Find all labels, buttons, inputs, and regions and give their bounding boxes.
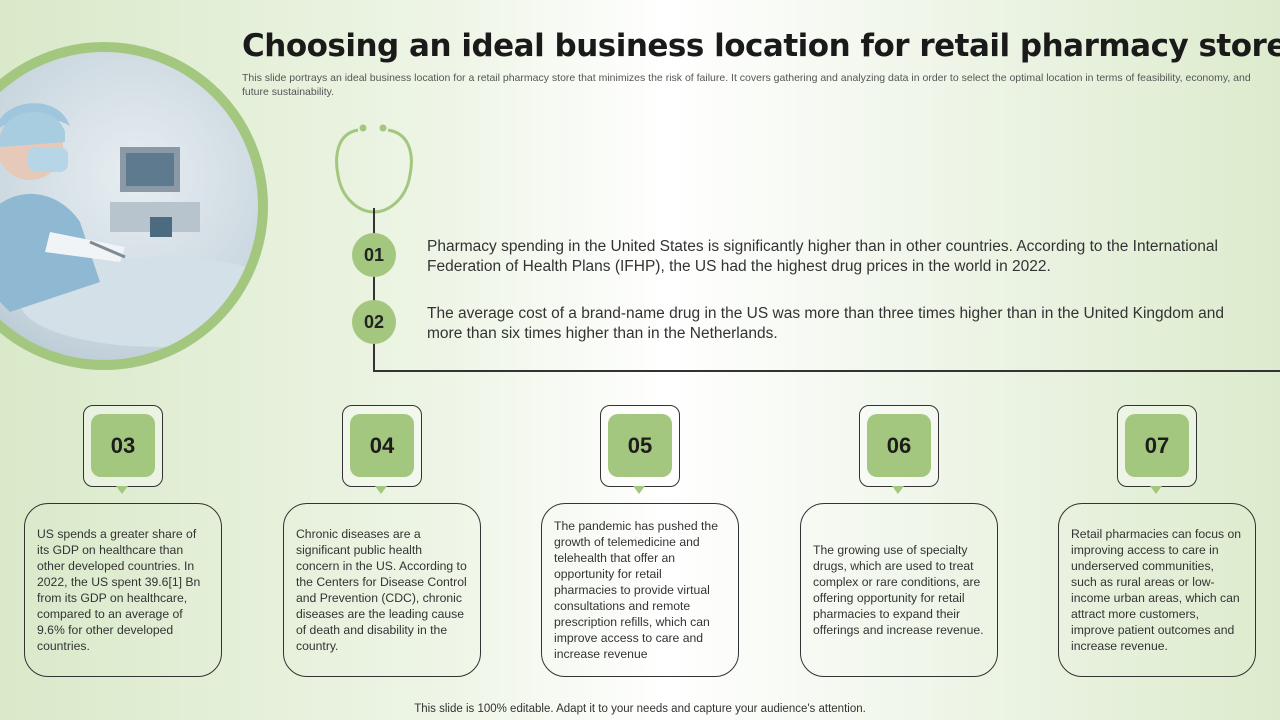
badge-06: 06 xyxy=(859,405,939,487)
card-text: Chronic diseases are a significant publi… xyxy=(296,527,467,653)
card-text: The pandemic has pushed the growth of te… xyxy=(554,519,718,661)
card-text: The growing use of specialty drugs, whic… xyxy=(813,543,984,637)
card-text: US spends a greater share of its GDP on … xyxy=(37,527,201,653)
info-card-03: US spends a greater share of its GDP on … xyxy=(24,503,222,677)
info-card-07: Retail pharmacies can focus on improving… xyxy=(1058,503,1256,677)
pointer-arrow-icon xyxy=(116,486,128,494)
pharmacist-photo xyxy=(0,52,258,360)
timeline-horizontal-line xyxy=(373,370,1280,372)
card-text: Retail pharmacies can focus on improving… xyxy=(1071,527,1242,653)
badge-number: 05 xyxy=(608,414,672,477)
pointer-arrow-icon xyxy=(892,486,904,494)
badge-04: 04 xyxy=(342,405,422,487)
pointer-arrow-icon xyxy=(1150,486,1162,494)
info-card-04: Chronic diseases are a significant publi… xyxy=(283,503,481,677)
pointer-arrow-icon xyxy=(375,486,387,494)
stethoscope-icon xyxy=(335,124,413,214)
timeline-vertical-line xyxy=(373,208,375,371)
badge-number: 06 xyxy=(867,414,931,477)
badge-number: 03 xyxy=(91,414,155,477)
point-number-01: 01 xyxy=(352,233,396,277)
point-text-01: Pharmacy spending in the United States i… xyxy=(427,238,1218,275)
badge-number: 04 xyxy=(350,414,414,477)
badge-03: 03 xyxy=(83,405,163,487)
info-card-06: The growing use of specialty drugs, whic… xyxy=(800,503,998,677)
point-text-02: The average cost of a brand-name drug in… xyxy=(427,305,1224,342)
pointer-arrow-icon xyxy=(633,486,645,494)
badge-05: 05 xyxy=(600,405,680,487)
slide-subtitle: This slide portrays an ideal business lo… xyxy=(242,72,1251,98)
badge-07: 07 xyxy=(1117,405,1197,487)
info-card-05: The pandemic has pushed the growth of te… xyxy=(541,503,739,677)
footer-note: This slide is 100% editable. Adapt it to… xyxy=(414,703,866,715)
point-number-02: 02 xyxy=(352,300,396,344)
badge-number: 07 xyxy=(1125,414,1189,477)
slide-title: Choosing an ideal business location for … xyxy=(242,28,1280,64)
